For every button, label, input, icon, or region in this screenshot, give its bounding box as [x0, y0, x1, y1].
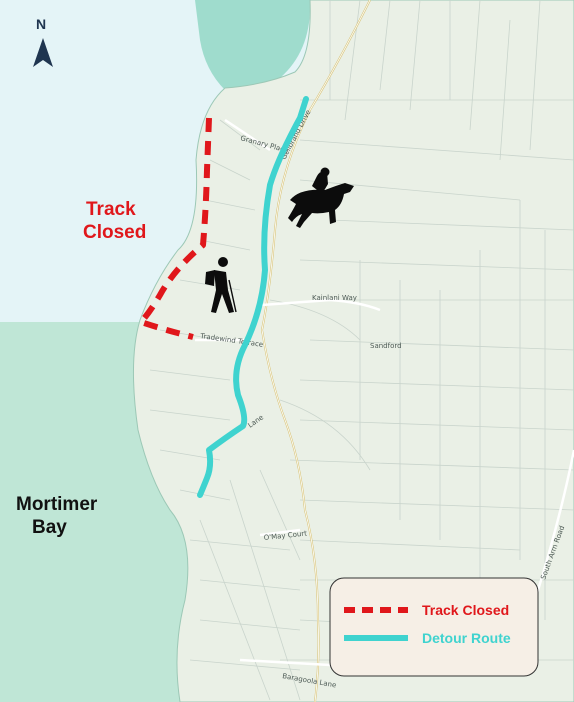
track-closed-label-line1: Track	[86, 199, 136, 220]
track-closed-label: Track Closed	[83, 199, 146, 243]
legend-box	[329, 577, 539, 677]
closed-track-line[interactable]	[138, 117, 212, 340]
bay-label-line1: Mortimer	[16, 494, 98, 515]
road-label-sandford: Sandford	[370, 342, 402, 350]
map-legend: Track Closed Detour Route	[329, 577, 539, 677]
north-label: N	[36, 16, 46, 32]
legend-label-detour: Detour Route	[422, 630, 511, 646]
legend-label-closed: Track Closed	[422, 602, 509, 618]
road-network	[195, 0, 574, 702]
detour-route-line[interactable]	[197, 96, 309, 498]
north-arrow-icon: N	[33, 16, 53, 67]
hiker-icon	[205, 257, 237, 313]
track-closed-label-line2: Closed	[83, 222, 146, 243]
sea-deep	[195, 0, 311, 90]
bay-label-line2: Bay	[32, 517, 67, 538]
road-label-kainlani-way: Kainlani Way	[312, 294, 357, 302]
bay-label: Mortimer Bay	[16, 494, 98, 538]
horse-rider-icon	[288, 167, 354, 228]
land-mass	[132, 0, 574, 702]
